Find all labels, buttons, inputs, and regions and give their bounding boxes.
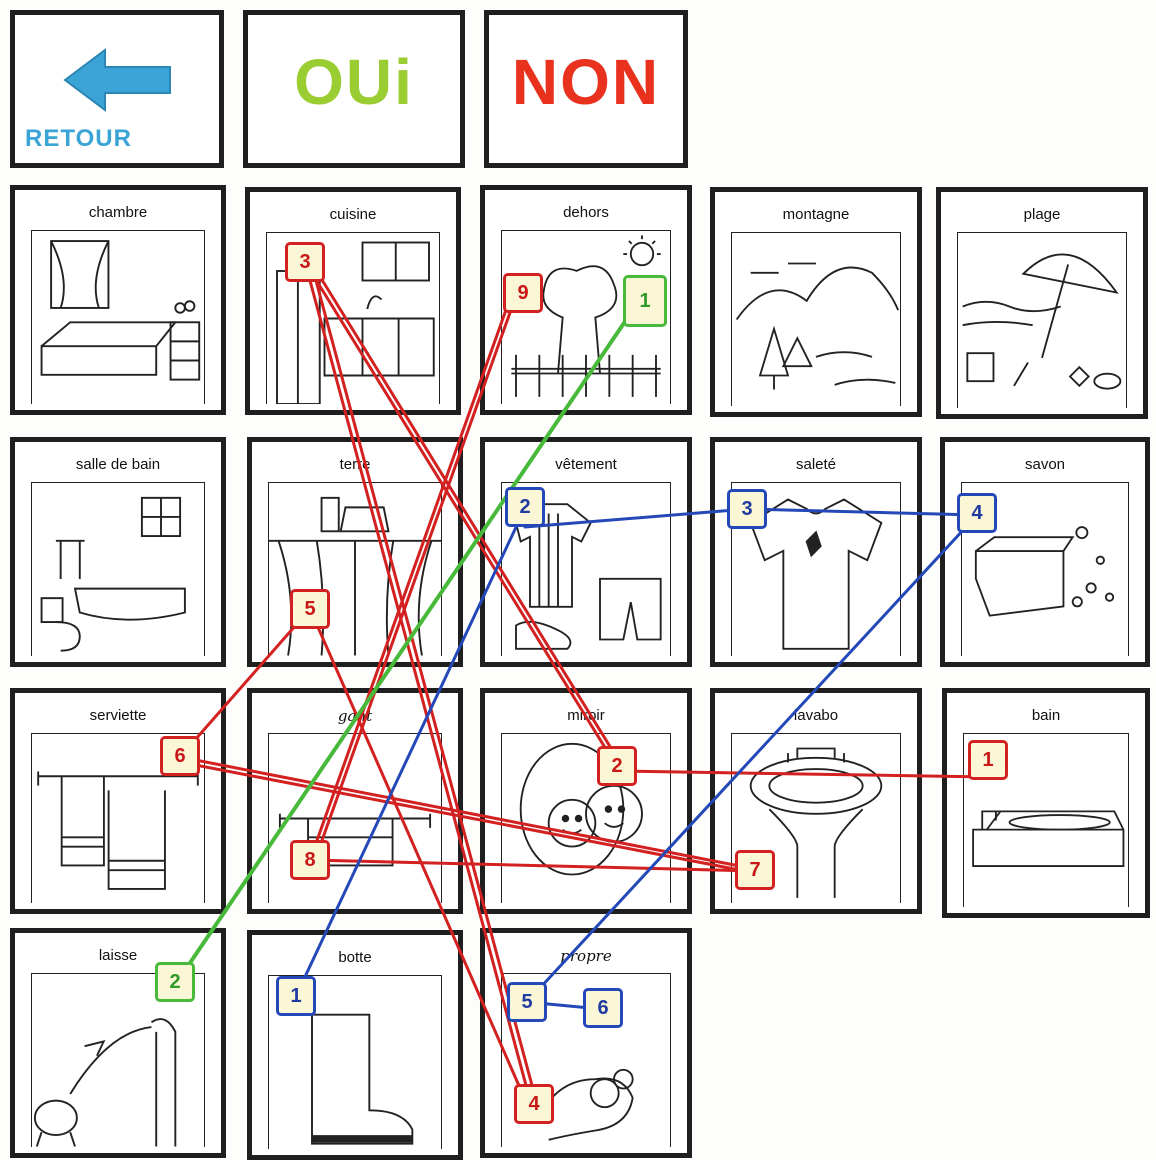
card-cuisine[interactable]: cuisine	[245, 187, 461, 415]
card-label: laisse	[98, 947, 138, 964]
blue-badge-4: 4	[957, 493, 997, 533]
card-terre[interactable]: terre	[247, 437, 463, 667]
card-montagne[interactable]: montagne	[710, 187, 922, 417]
blue-badge-1: 1	[276, 976, 316, 1016]
card-label: dehors	[563, 204, 609, 221]
beach-picture	[957, 232, 1127, 408]
red-badge-3: 3	[285, 242, 325, 282]
card-label: miroir	[567, 707, 605, 724]
card-bain[interactable]: bain	[942, 688, 1150, 918]
green-badge-1: 1	[623, 275, 667, 327]
card-label: terre	[339, 456, 371, 473]
red-badge-6: 6	[160, 736, 200, 776]
blue-badge-6: 6	[583, 988, 623, 1028]
card-savon[interactable]: savon	[940, 437, 1150, 667]
green-badge-2: 2	[155, 962, 195, 1002]
mountain-picture	[731, 232, 901, 406]
red-badge-2: 2	[597, 746, 637, 786]
red-badge-8: 8	[290, 840, 330, 880]
bedroom-picture	[31, 230, 205, 404]
retour-button[interactable]: RETOUR	[10, 10, 224, 168]
retour-label: RETOUR	[25, 125, 132, 152]
arrow-left-icon	[63, 48, 171, 112]
card-label: plage	[1023, 206, 1061, 223]
card-salle-de-bain[interactable]: salle de bain	[10, 437, 226, 667]
card-chambre[interactable]: chambre	[10, 185, 226, 415]
farmland-picture	[268, 482, 442, 656]
card-salete[interactable]: saleté	[710, 437, 922, 667]
card-label: bain	[1031, 707, 1061, 724]
card-label: propre	[560, 947, 612, 965]
card-label: salle de bain	[75, 456, 161, 473]
card-botte[interactable]: botte	[247, 930, 463, 1160]
card-label: botte	[338, 949, 372, 966]
blue-badge-3: 3	[727, 489, 767, 529]
red-badge-4: 4	[514, 1084, 554, 1124]
card-label: vêtement	[555, 456, 617, 473]
card-serviette[interactable]: serviette	[10, 688, 226, 914]
red-badge-5: 5	[290, 589, 330, 629]
oui-button[interactable]: OUi	[243, 10, 465, 168]
card-propre[interactable]: propre	[480, 928, 692, 1158]
blue-badge-2: 2	[505, 487, 545, 527]
card-label: serviette	[89, 707, 147, 724]
card-label: cuisine	[329, 206, 377, 223]
card-label: saleté	[795, 456, 837, 473]
card-gant[interactable]: gant	[247, 688, 463, 914]
card-label: chambre	[88, 204, 148, 221]
bathroom-picture	[31, 482, 205, 656]
card-label: montagne	[782, 206, 850, 223]
non-label: NON	[511, 46, 661, 118]
non-button[interactable]: NON	[484, 10, 688, 168]
oui-label: OUi	[294, 46, 414, 118]
card-label: lavabo	[793, 707, 839, 724]
card-plage[interactable]: plage	[936, 187, 1148, 419]
blue-badge-5: 5	[507, 982, 547, 1022]
card-label: savon	[1024, 456, 1066, 473]
card-miroir[interactable]: miroir	[480, 688, 692, 914]
red-badge-9: 9	[503, 273, 543, 313]
red-badge-7: 7	[735, 850, 775, 890]
red-badge-1: 1	[968, 740, 1008, 780]
leash-picture	[31, 973, 205, 1147]
card-label: gant	[337, 707, 373, 725]
card-vetement[interactable]: vêtement	[480, 437, 692, 667]
card-laisse[interactable]: laisse	[10, 928, 226, 1158]
mirror-picture	[501, 733, 671, 903]
